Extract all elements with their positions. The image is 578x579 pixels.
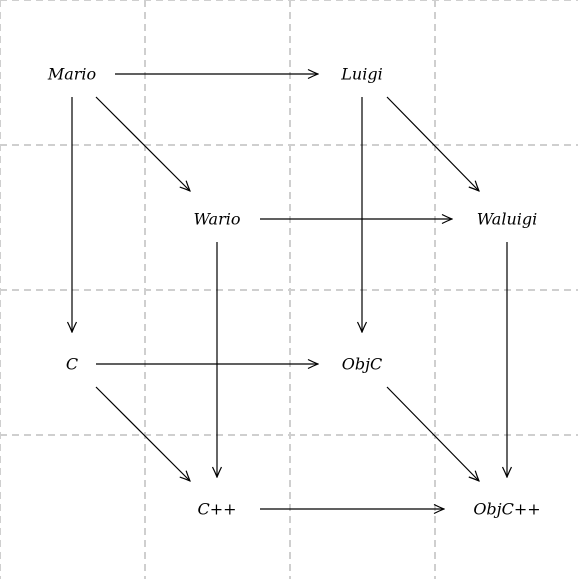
node-objc: ObjC	[342, 355, 383, 374]
arrow-c-to-cpp	[95, 386, 190, 481]
node-c: C	[66, 355, 78, 374]
node-objcpp: ObjC++	[473, 500, 540, 519]
node-luigi: Luigi	[340, 65, 382, 84]
node-wario: Wario	[194, 210, 241, 229]
arrow-mario-to-wario	[95, 96, 190, 191]
node-waluigi: Waluigi	[477, 210, 538, 229]
arrow-layer	[72, 74, 507, 509]
node-cpp: C++	[197, 500, 236, 519]
arrow-objc-to-objcpp	[386, 386, 479, 481]
arrow-luigi-to-waluigi	[386, 96, 479, 191]
node-mario: Mario	[47, 65, 96, 84]
